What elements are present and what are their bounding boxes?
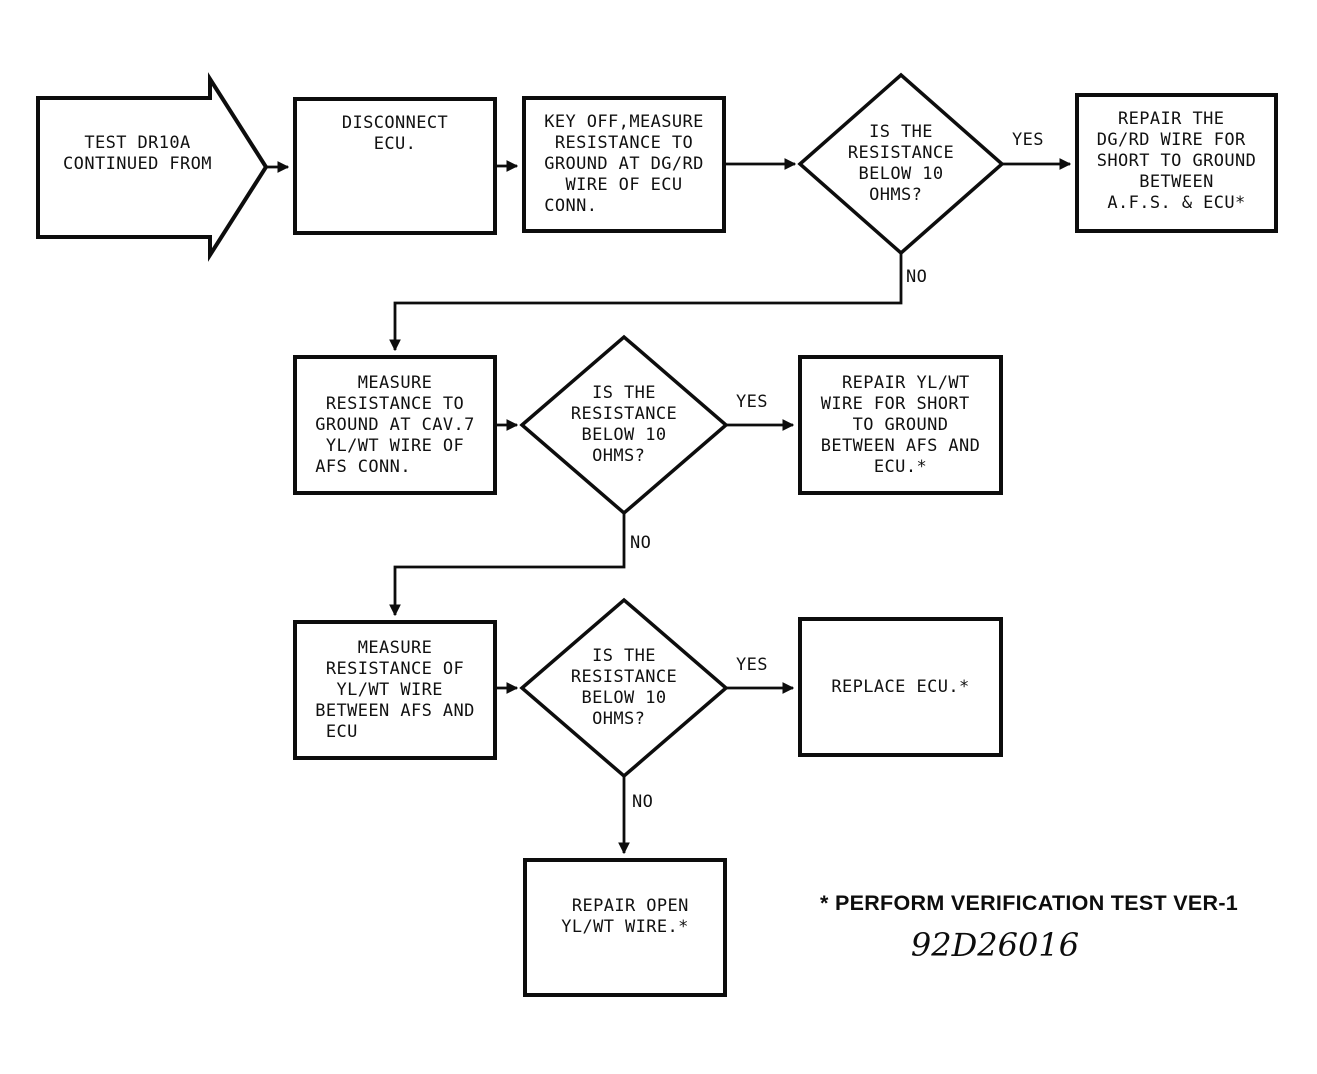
node-disconnect-ecu: DISCONNECT ECU. [293, 97, 497, 235]
edge-label-no-2: NO [630, 533, 652, 553]
node-key-off-measure-label: KEY OFF,MEASURE RESISTANCE TO GROUND AT … [544, 112, 704, 216]
node-repair-ylwt-short-label: REPAIR YL/WT WIRE FOR SHORT TO GROUND BE… [820, 373, 981, 477]
node-repair-ylwt-short: REPAIR YL/WT WIRE FOR SHORT TO GROUND BE… [798, 355, 1003, 495]
node-key-off-measure: KEY OFF,MEASURE RESISTANCE TO GROUND AT … [522, 96, 726, 233]
node-repair-open-ylwt: REPAIR OPEN YL/WT WIRE.* [523, 858, 727, 997]
node-disconnect-ecu-label: DISCONNECT ECU. [341, 113, 449, 154]
node-measure-cav7-label: MEASURE RESISTANCE TO GROUND AT CAV.7 YL… [315, 373, 475, 477]
edge-decision1-no [389, 253, 903, 352]
edge-decision2-no [389, 513, 626, 617]
node-decision-2: IS THE RESISTANCE BELOW 10 OHMS? [524, 343, 724, 507]
edge-label-no-3: NO [632, 792, 654, 812]
node-measure-ylwt-wire-label: MEASURE RESISTANCE OF YL/WT WIRE BETWEEN… [315, 638, 475, 742]
node-repair-open-ylwt-label: REPAIR OPEN YL/WT WIRE.* [561, 895, 689, 937]
start-block-arrow-shape [36, 72, 269, 262]
node-decision-1-label: IS THE RESISTANCE BELOW 10 OHMS? [847, 122, 955, 205]
edge-label-yes-3: YES [736, 655, 768, 675]
node-repair-dgrd-wire-label: REPAIR THE DG/RD WIRE FOR SHORT TO GROUN… [1096, 109, 1257, 213]
figure-number: 92D26016 [910, 926, 1080, 964]
node-start: TEST DR10A CONTINUED FROM [40, 133, 235, 175]
edge-label-no-1: NO [906, 267, 928, 287]
verification-note: * PERFORM VERIFICATION TEST VER-1 [820, 891, 1239, 915]
node-replace-ecu: REPLACE ECU.* [798, 617, 1003, 757]
node-decision-3-label: IS THE RESISTANCE BELOW 10 OHMS? [570, 646, 678, 729]
node-measure-ylwt-wire: MEASURE RESISTANCE OF YL/WT WIRE BETWEEN… [293, 620, 497, 760]
node-measure-cav7: MEASURE RESISTANCE TO GROUND AT CAV.7 YL… [293, 355, 497, 495]
edge-label-yes-2: YES [736, 392, 768, 412]
node-repair-dgrd-wire: REPAIR THE DG/RD WIRE FOR SHORT TO GROUN… [1075, 93, 1278, 233]
node-replace-ecu-label: REPLACE ECU.* [831, 676, 970, 697]
node-decision-3: IS THE RESISTANCE BELOW 10 OHMS? [524, 606, 724, 770]
edge-label-yes-1: YES [1012, 130, 1044, 150]
node-start-label: TEST DR10A CONTINUED FROM [63, 133, 212, 174]
node-decision-2-label: IS THE RESISTANCE BELOW 10 OHMS? [570, 383, 678, 466]
node-decision-1: IS THE RESISTANCE BELOW 10 OHMS? [801, 82, 1001, 246]
